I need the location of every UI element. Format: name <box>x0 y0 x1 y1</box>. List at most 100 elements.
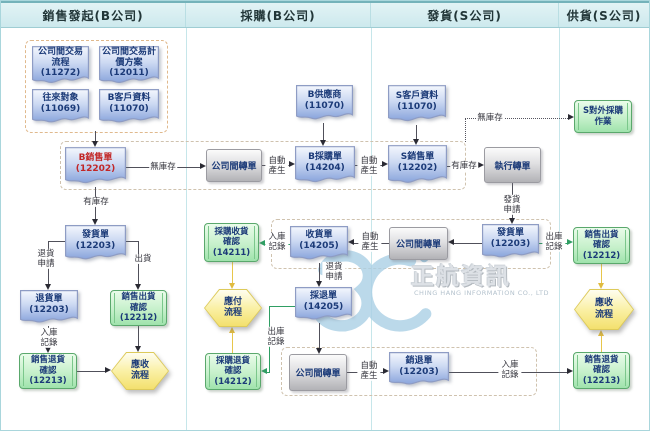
connector-line-dotted <box>465 118 466 142</box>
node-label: 採購退貨確認 <box>215 355 250 377</box>
node-label: 公司間交易流程 <box>37 46 83 68</box>
node-code: (14204) <box>305 162 345 173</box>
connector-line <box>319 263 320 282</box>
node-intercompany-transfer-1: 公司間轉單 <box>206 149 262 182</box>
node-code: (12202) <box>75 163 116 174</box>
node-s-sales-order: S銷售單(12202) <box>388 145 447 187</box>
arrowhead <box>567 239 573 245</box>
arrowhead <box>448 239 454 245</box>
connector-line <box>453 243 482 244</box>
edge-label-outbound-record: 出庫記錄 <box>264 326 288 348</box>
connector-line <box>319 323 320 349</box>
connector-line <box>138 326 139 347</box>
lane-header-shipping: 發貨(S公司) <box>371 3 559 27</box>
node-s-customer-data: S客戶資料(11070) <box>388 85 446 125</box>
node-code: (12203) <box>490 239 531 249</box>
arrowhead <box>567 368 573 374</box>
node-label: 銷售出貨確認 <box>121 292 156 313</box>
node-label: 銷售退貨確認 <box>30 355 65 376</box>
connector-line <box>232 262 233 283</box>
node-code: (12213) <box>582 375 621 386</box>
arrowhead <box>92 141 98 147</box>
node-code: (11070) <box>304 100 345 111</box>
edge-label-auto-generate: 自動產生 <box>357 155 381 177</box>
connector-line <box>232 333 233 353</box>
node-code: (12202) <box>397 162 438 173</box>
node-code: (14205) <box>299 241 339 251</box>
arrowhead <box>135 346 141 352</box>
node-intercompany-transfer-2: 公司間轉單 <box>389 227 448 260</box>
node-label: 銷售出貨確認 <box>584 229 619 251</box>
node-label: 應收流程 <box>594 298 613 320</box>
node-receiving-order: 收貨單(14205) <box>290 226 348 263</box>
node-trading-partner: 往來對象(11069) <box>32 89 89 126</box>
node-b-customer-data: B客戶資料(11070) <box>99 89 159 126</box>
arrowhead <box>413 139 419 145</box>
edge-label-return-request: 退貨申請 <box>322 261 346 283</box>
connector-line <box>601 264 602 284</box>
group-return-transfer <box>281 347 537 396</box>
connector-line <box>95 131 96 142</box>
connector-line-dotted <box>465 118 568 119</box>
arrowhead <box>135 284 141 290</box>
arrowhead <box>383 368 389 374</box>
arrowhead <box>478 162 484 168</box>
node-accounts-payable-process: 應付流程 <box>204 289 262 327</box>
node-label: 銷售退貨確認 <box>584 354 619 376</box>
arrowhead <box>289 161 295 167</box>
arrowhead <box>45 347 51 353</box>
node-label: 應收流程 <box>130 359 149 381</box>
connector-line <box>269 306 295 307</box>
arrowhead <box>259 240 265 246</box>
node-b-supplier-data: B供應商(11070) <box>296 85 353 123</box>
node-label: 發貨單 <box>81 229 109 240</box>
node-accounts-receivable-process-s: 應收流程 <box>574 289 634 330</box>
connector-line <box>267 372 270 373</box>
arrowhead <box>316 348 322 354</box>
node-b-sales-ship-confirm: 銷售出貨確認(12212) <box>110 290 167 326</box>
node-s-shipping-order: 發貨單(12203) <box>482 224 539 261</box>
node-label: 銷退單 <box>405 355 433 366</box>
edge-label-inbound-record: 入庫記錄 <box>265 231 289 253</box>
edge-label-no-stock: 無庫存 <box>476 112 504 124</box>
node-code: (12212) <box>119 313 158 324</box>
node-code: (12011) <box>109 68 149 79</box>
lane-header-supply: 供貨(S公司) <box>566 8 642 23</box>
node-b-sales-order: B銷售單(12202) <box>65 147 126 187</box>
node-label: 採購收貨確認 <box>214 226 249 248</box>
arrowhead <box>320 140 326 146</box>
arrowhead <box>229 327 235 333</box>
watermark-company: CHING HANG INFORMATION CO., LTD <box>414 289 550 297</box>
node-code: (11069) <box>40 104 81 114</box>
connector-line <box>601 336 602 352</box>
node-label: 收貨單 <box>305 230 333 241</box>
lane-header-row: 銷售發起(B公司) 採購(B公司) 發貨(S公司) 供貨(S公司) <box>1 1 649 28</box>
node-s-external-purchasing: S對外採購作業 <box>574 100 632 133</box>
arrowhead <box>105 367 111 373</box>
edge-label-return-request: 退貨申請 <box>34 248 58 270</box>
arrowhead <box>45 284 51 290</box>
connector-line <box>126 241 138 242</box>
node-label: 發貨單 <box>496 228 524 239</box>
lane-divider <box>559 28 560 430</box>
edge-label-auto-generate: 自動產生 <box>357 360 381 382</box>
lane-header-sales-initiation: 銷售發起(B公司) <box>1 3 186 27</box>
node-code: (14211) <box>212 247 251 258</box>
node-code: (11070) <box>109 104 149 114</box>
node-label: B採購單 <box>308 151 342 162</box>
arrowhead <box>568 114 574 120</box>
edge-label-has-stock: 有庫存 <box>82 196 110 208</box>
node-label: 往來對象 <box>42 93 79 104</box>
node-b-sales-return-confirm: 銷售退貨確認(12213) <box>19 353 77 389</box>
node-code: (12213) <box>29 376 67 387</box>
node-label: 應付流程 <box>223 296 242 318</box>
connector-line <box>323 123 324 140</box>
node-purchase-return-confirm: 採購退貨確認(14212) <box>205 353 261 390</box>
arrowhead <box>200 163 206 169</box>
lane-header-purchasing: 採購(B公司) <box>186 3 371 27</box>
node-label: S客戶資料 <box>395 90 439 101</box>
arrowhead <box>382 161 388 167</box>
node-label: 退貨單 <box>35 293 63 304</box>
node-accounts-receivable-process-b: 應收流程 <box>111 352 169 390</box>
